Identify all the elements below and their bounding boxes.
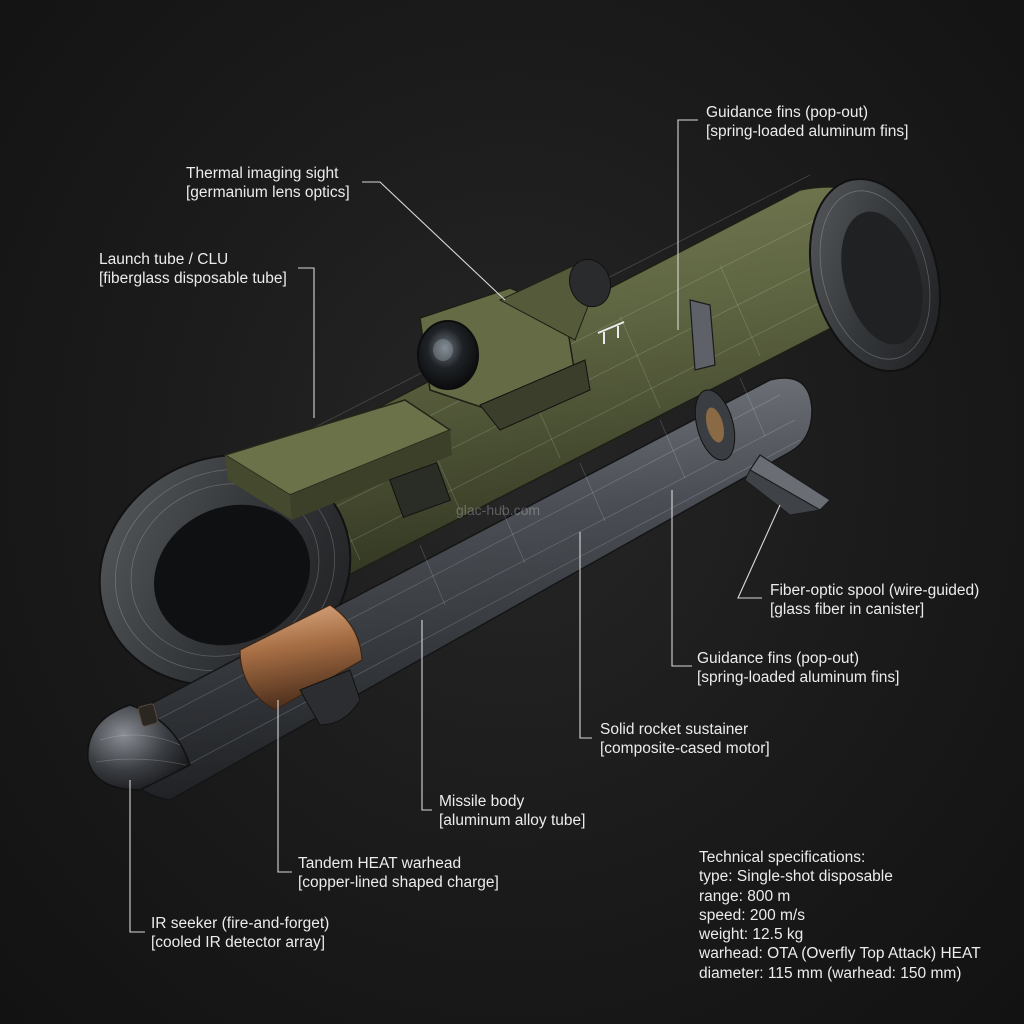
leader-guidance-fins-top [677,119,698,330]
nose-cone [87,703,191,791]
spec-line: warhead: OTA (Overfly Top Attack) HEAT [699,945,981,963]
label-guidance-fins-top: Guidance fins (pop-out) [spring-loaded a… [706,103,908,141]
label-launch-tube: Launch tube / CLU [fiberglass disposable… [99,250,287,288]
thermal-sight [417,258,612,431]
label-rocket-sustainer: Solid rocket sustainer [composite-cased … [600,720,770,758]
leader-missile-body [421,620,432,811]
spec-line: range: 800 m [699,887,791,905]
label-title: Missile body [439,793,525,810]
spec-line: type: Single-shot disposable [699,868,893,886]
leader-heat-warhead [277,700,292,873]
spec-line: diameter: 115 mm (warhead: 150 mm) [699,964,962,982]
label-heat-warhead: Tandem HEAT warhead [copper-lined shaped… [298,854,499,892]
spec-line: speed: 200 m/s [699,906,805,924]
label-material: [fiberglass disposable tube] [99,270,287,287]
label-fiber-optic-spool: Fiber-optic spool (wire-guided) [glass f… [770,581,979,619]
leader-guidance-fins-mid [671,490,692,667]
label-material: [glass fiber in canister] [770,601,925,618]
label-title: Tandem HEAT warhead [298,855,462,872]
label-title: Solid rocket sustainer [600,721,749,738]
label-title: Guidance fins (pop-out) [697,650,859,667]
label-material: [cooled IR detector array] [151,934,326,951]
rear-end-cap [808,177,942,373]
leader-launch-tube [298,267,315,418]
watermark: glac-hub.com [456,502,541,518]
leader-rocket-sustainer [579,532,592,739]
copper-warhead-band [239,604,363,711]
launch-tube [98,174,942,687]
label-thermal-sight: Thermal imaging sight [germanium lens op… [186,164,350,202]
label-title: Thermal imaging sight [186,165,339,182]
label-title: Guidance fins (pop-out) [706,104,868,121]
label-ir-seeker: IR seeker (fire-and-forget) [cooled IR d… [151,914,329,952]
leader-thermal-sight [362,181,506,301]
label-material: [germanium lens optics] [186,184,350,201]
label-material: [composite-cased motor] [600,740,770,757]
specs-title: Technical specifications: [699,849,866,866]
label-title: IR seeker (fire-and-forget) [151,915,330,932]
label-material: [aluminum alloy tube] [439,812,586,829]
label-material: [spring-loaded aluminum fins] [706,123,909,140]
label-title: Fiber-optic spool (wire-guided) [770,582,980,599]
label-material: [copper-lined shaped charge] [298,874,499,891]
label-material: [spring-loaded aluminum fins] [697,669,900,686]
missile-fins [689,299,831,516]
leader-lines [129,119,781,933]
label-title: Launch tube / CLU [99,251,229,268]
label-missile-body: Missile body [aluminum alloy tube] [439,792,585,830]
missile [87,299,831,801]
leader-ir-seeker [129,780,145,933]
spec-line: weight: 12.5 kg [699,926,804,944]
label-guidance-fins-mid: Guidance fins (pop-out) [spring-loaded a… [697,649,899,687]
technical-specifications: Technical specifications: type: Single-s… [699,848,981,983]
leader-fiber-optic-spool [737,504,781,599]
